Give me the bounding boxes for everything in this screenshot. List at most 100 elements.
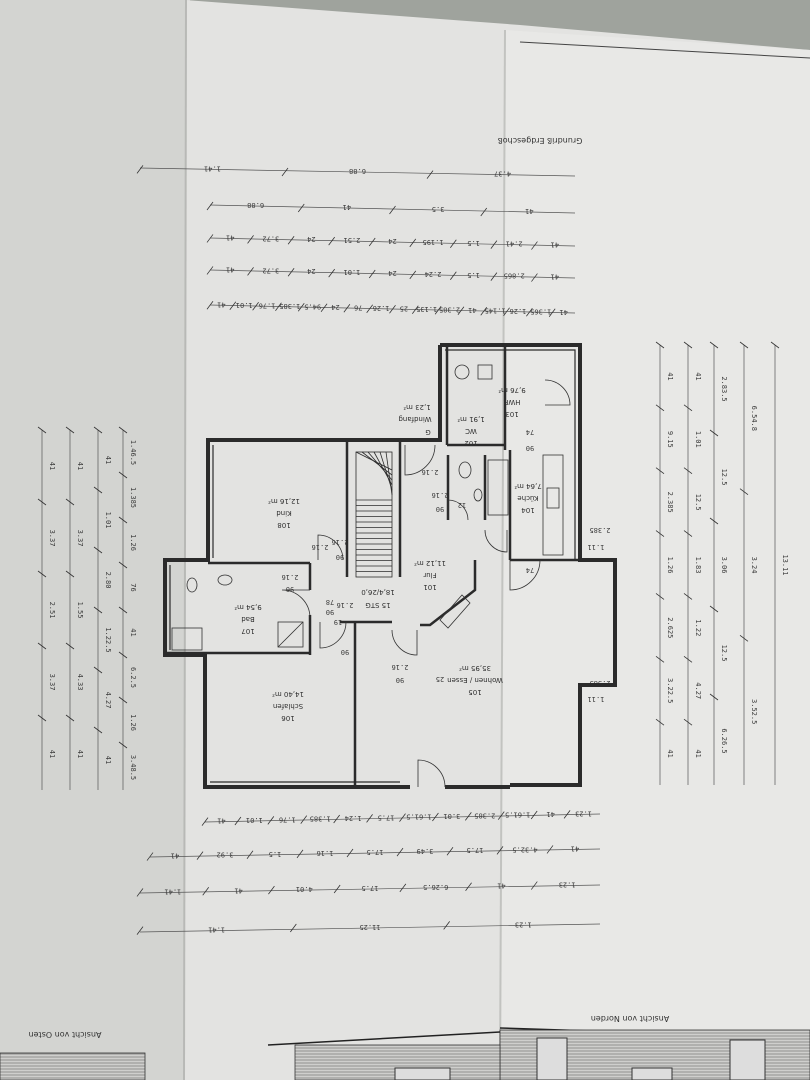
dimension-tick [37, 498, 47, 506]
dimension-tick [93, 426, 103, 434]
dimension-label: 1.83 [694, 557, 702, 574]
dimension-label: 1.5 [269, 850, 282, 858]
interior-dimension-label: 90 [336, 553, 344, 561]
interior-dimension-label: 1.11 [588, 543, 605, 551]
interior-dimension-label: 12 [458, 501, 466, 509]
dimension-label: 24 [307, 235, 315, 243]
interior-dimension-label: 90 [341, 648, 349, 656]
dimension-label: 2.51 [344, 236, 361, 244]
dimension-label: 3.72 [262, 234, 279, 242]
dimension-tick [411, 305, 419, 314]
dimension-label: 2.385 [474, 811, 495, 819]
dimension-label: 1.22.5 [104, 627, 112, 652]
dimension-label: 94.5 [304, 302, 321, 310]
door-wohnen-kueche[interactable] [509, 559, 541, 591]
dimension-tick [202, 887, 210, 896]
dimension-label: 1.46.5 [129, 440, 137, 465]
room-number: 103 [505, 410, 518, 418]
room-name: Schlafen [273, 702, 303, 710]
dimension-tick [739, 488, 749, 495]
stair-winder [361, 451, 393, 476]
dimension-tick [457, 306, 465, 315]
dimension-line [209, 204, 576, 214]
dimension-tick [37, 642, 47, 650]
room-number: 102 [464, 439, 477, 447]
room-number: 106 [281, 714, 295, 722]
room-area: 14,40 m² [272, 690, 304, 698]
dimension-tick [531, 273, 538, 282]
door-schlafen[interactable] [319, 621, 347, 649]
dimension-tick [229, 301, 237, 310]
dimension-tick [297, 303, 305, 312]
dimension-label: 41 [525, 207, 533, 215]
dimension-line [139, 884, 601, 894]
door-kueche[interactable] [484, 529, 508, 553]
door-wc[interactable] [447, 499, 469, 521]
dimension-label: 3.37 [76, 530, 84, 547]
dimension-tick [655, 655, 665, 663]
dimension-label: 41 [497, 882, 505, 890]
dimension-label: 1.365 [530, 307, 551, 315]
dimension-label: 1.22 [694, 619, 702, 636]
dimension-tick [267, 816, 275, 825]
interior-dimension-label: 25 [436, 675, 444, 683]
room-name: Küche [517, 494, 538, 502]
dimension-label: 41 [171, 852, 179, 860]
room-number: 108 [277, 521, 290, 529]
dimension-label: 41 [76, 750, 84, 758]
dimension-tick [93, 546, 103, 554]
dimension-tick [118, 516, 128, 524]
dimension-tick [366, 304, 374, 313]
dimension-tick [480, 207, 488, 217]
dimension-tick [136, 888, 144, 897]
room-number: 105 [468, 688, 481, 696]
interior-dimension-label: 19 [334, 618, 342, 626]
dimension-tick [683, 404, 693, 412]
dimension-label: 41 [48, 750, 56, 758]
dimension-tick [465, 882, 472, 891]
dimension-tick [655, 341, 665, 349]
room-area: 1,91 m² [457, 415, 485, 423]
dimension-label: 3.72 [262, 266, 279, 274]
dimension-label: 2.625 [666, 617, 674, 638]
dimension-tick [206, 301, 214, 310]
dimension-tick [93, 486, 103, 494]
dimension-label: 6.88 [247, 201, 264, 209]
dimension-tick [490, 240, 498, 249]
dimension-tick [490, 272, 498, 281]
door-terrace[interactable] [417, 759, 446, 788]
door-bad[interactable] [281, 589, 311, 619]
dimension-tick [465, 812, 472, 821]
dimension-tick [136, 165, 144, 174]
dimension-label: 24 [388, 269, 396, 277]
dimension-label: 4.33 [76, 674, 84, 691]
interior-dimension-label: 2.16 [312, 543, 329, 551]
interior-dimension-label: 2.16 [337, 601, 354, 609]
dimension-tick [443, 921, 450, 930]
door-hwr[interactable] [544, 379, 571, 406]
dimension-tick [530, 881, 538, 890]
dimension-label: 25 [400, 304, 408, 312]
dimension-label: 1.26 [510, 307, 527, 315]
windfang-name: Windfang [398, 415, 431, 423]
door-wohnen[interactable] [391, 629, 418, 656]
dimension-label: 41 [129, 628, 137, 636]
dimension-label: 3.92 [217, 851, 234, 859]
dimension-tick [409, 270, 417, 280]
right-fold-panel [500, 30, 810, 1080]
interior-dimension-label: 74 [526, 566, 534, 574]
door-windfang[interactable] [404, 444, 436, 476]
sheet-edge [183, 0, 187, 1080]
dimension-tick [281, 167, 289, 177]
dimension-label: 1.41 [208, 926, 225, 934]
dimension-label: 41 [551, 273, 559, 281]
dimension-tick [246, 850, 254, 860]
dimension-label: 6.26.5 [423, 883, 448, 891]
dimension-tick [333, 814, 340, 824]
interior-dimension-label: 2.385 [589, 526, 610, 534]
door-kind[interactable] [317, 534, 344, 561]
dimension-tick [450, 271, 457, 281]
dimension-tick [480, 307, 488, 316]
dimension-label: 41 [226, 233, 234, 241]
